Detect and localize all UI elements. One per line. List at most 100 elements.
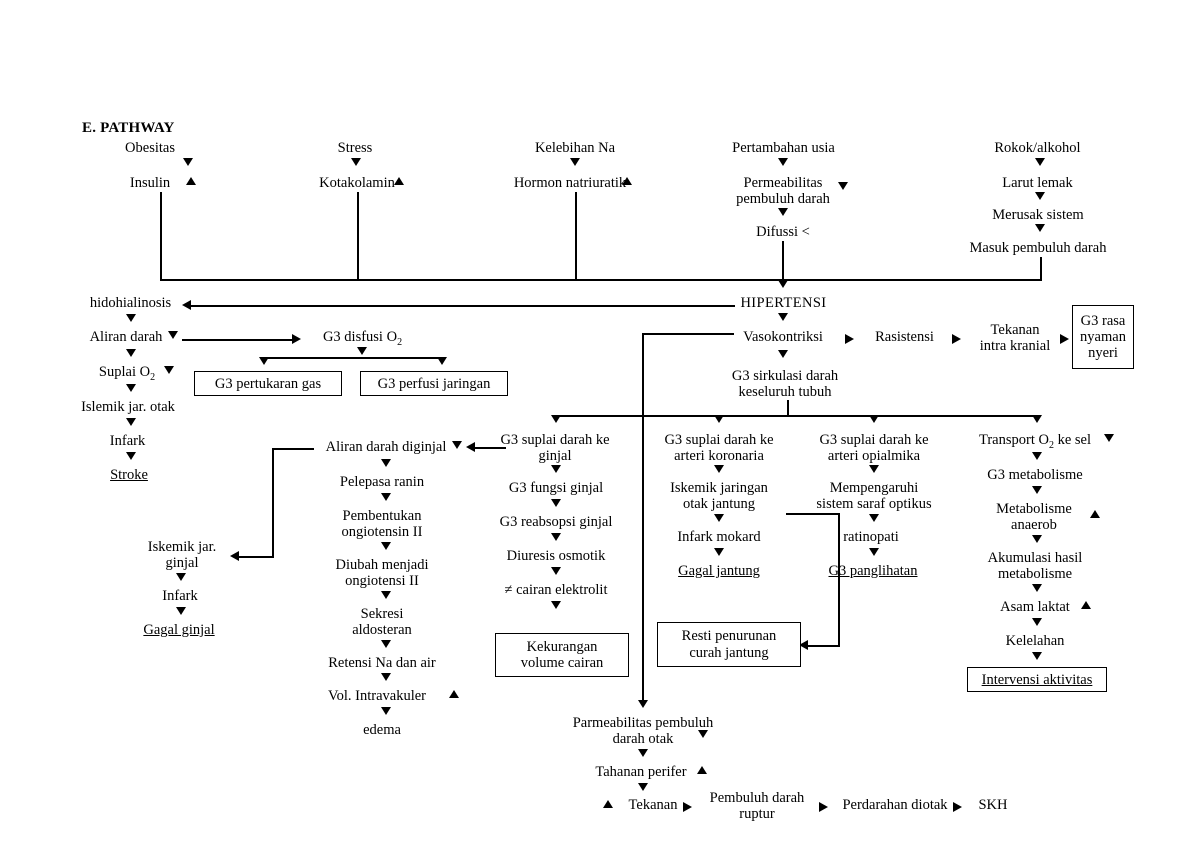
arrow-kelelahan-to-intervensi <box>1032 652 1042 660</box>
arrow-infark-to-gagal-jantung <box>714 548 724 556</box>
node-ratinopati: ratinopati <box>843 529 899 545</box>
node-pelepasa-ranin: Pelepasa ranin <box>339 474 425 490</box>
box-g3-rasa-nyaman-nyeri: G3 rasa nyaman nyeri <box>1072 305 1134 369</box>
node-akumulasi-hasil-metabolisme: Akumulasi hasil metabolisme <box>987 550 1083 583</box>
node-g3-disfusi-o2: G3 disfusi O2 <box>305 329 420 348</box>
arrow-hidohialinosis-to-aliran <box>126 314 136 322</box>
node-aliran-darah-diginjal: Aliran darah diginjal <box>325 439 447 455</box>
node-g3-reabsopsi-ginjal: G3 reabsopsi ginjal <box>499 514 613 530</box>
arrow-left-to-hidohialinosis <box>182 300 191 310</box>
arrow-islemik-to-infark <box>126 418 136 426</box>
node-sekresi-aldosteran: Sekresi aldosteran <box>352 606 412 639</box>
node-merusak-sistem: Merusak sistem <box>992 207 1084 223</box>
node-mempengaruhi-sistem-saraf: Mempengaruhi sistem saraf optikus <box>816 480 932 513</box>
page-title: E. PATHWAY <box>82 120 175 136</box>
arrow-down-aliran-darah-decrease <box>168 331 178 339</box>
arrow-up-tahanan-perifer-increase <box>697 766 707 774</box>
node-gagal-ginjal: Gagal ginjal <box>143 622 215 638</box>
node-suplai-o2: Suplai O2 <box>88 364 166 383</box>
arrow-right-to-pembuluh-ruptur <box>683 802 692 812</box>
arrow-aliran-to-suplai <box>126 349 136 357</box>
node-hipertensi: HIPERTENSI <box>740 295 827 311</box>
arrow-vol-to-edema <box>381 707 391 715</box>
arrow-right-to-g3-disfusi <box>292 334 301 344</box>
node-rasistensi: Rasistensi <box>875 329 934 345</box>
arrow-down-to-opialmika-branch <box>869 415 879 423</box>
box-kekurangan-volume-cairan: Kekurangan volume cairan <box>495 633 629 677</box>
arrow-permeabilitas-to-difussi <box>778 208 788 216</box>
arrow-left-to-iskemik-jar-ginjal <box>230 551 239 561</box>
line-iskemik-jantung-right <box>786 513 840 515</box>
box-g3-perfusi-jaringan: G3 perfusi jaringan <box>360 371 508 396</box>
arrow-mempengaruhi-to-ratinopati <box>869 514 879 522</box>
line-to-iskemik-jar-ginjal <box>238 556 274 558</box>
arrow-up-insulin-increase <box>186 177 196 185</box>
arrow-down-to-koronaria-branch <box>714 415 724 423</box>
arrow-elektrolit-to-kekurangan <box>551 601 561 609</box>
distributor-bar <box>555 415 1037 417</box>
suplai-o2-text: Suplai O <box>98 364 151 380</box>
node-diubah-menjadi-ongiotensi: Diubah menjadi ongiotensi II <box>335 557 429 590</box>
line-to-resti-box <box>807 645 840 647</box>
node-pertambahan-usia: Pertambahan usia <box>732 140 835 156</box>
node-diuresis-osmotik: Diuresis osmotik <box>506 548 606 564</box>
arrow-up-asam-laktat-increase <box>1081 601 1091 609</box>
arrow-parmeabilitas-to-tahanan <box>638 749 648 757</box>
node-islemik-jar-otak: Islemik jar. otak <box>81 399 175 415</box>
arrow-down-permeabilitas-decrease <box>838 182 848 190</box>
node-insulin: Insulin <box>129 175 171 191</box>
line-hipertensi-to-hidohialinosis <box>190 305 735 307</box>
arrow-akumulasi-to-asam-laktat <box>1032 584 1042 592</box>
node-g3-suplai-darah-opialmika: G3 suplai darah ke arteri opialmika <box>819 432 929 465</box>
node-iskemik-jar-ginjal: Iskemik jar. ginjal <box>147 539 217 572</box>
node-masuk-pembuluh-darah: Masuk pembuluh darah <box>969 240 1107 256</box>
arrow-ginjal-to-fungsi <box>551 465 561 473</box>
arrow-reabsopsi-to-diuresis <box>551 533 561 541</box>
transport-o2-text: Transport O <box>978 432 1049 448</box>
arrow-down-to-transport-branch <box>1032 415 1042 423</box>
node-pembuluh-darah-ruptur: Pembuluh darah ruptur <box>709 790 805 823</box>
node-edema: edema <box>363 722 401 738</box>
arrow-down-to-parmeabilitas <box>638 700 648 708</box>
node-metabolisme-anaerob: Metabolisme anaerob <box>996 501 1072 534</box>
arrow-retensi-to-vol <box>381 673 391 681</box>
arrow-bus-to-hipertensi <box>778 280 788 288</box>
arrow-left-into-resti-box <box>799 640 808 650</box>
node-perdarahan-diotak: Perdarahan diotak <box>842 797 948 813</box>
arrow-koronaria-to-iskemik <box>714 465 724 473</box>
node-gagal-jantung: Gagal jantung <box>678 563 760 579</box>
node-permeabilitas-pembuluh-darah: Permeabilitas pembuluh darah <box>736 175 830 208</box>
node-g3-fungsi-ginjal: G3 fungsi ginjal <box>508 480 604 496</box>
arrow-up-vol-intravakuler-increase <box>449 690 459 698</box>
line-vasokontriksi-left-branch <box>642 333 734 335</box>
arrow-left-to-aliran-darah-diginjal <box>466 442 475 452</box>
arrow-down-to-pertukaran-gas <box>259 357 269 365</box>
arrow-right-to-rasistensi <box>845 334 854 344</box>
arrow-up-hormon-increase <box>622 177 632 185</box>
node-skh: SKH <box>978 797 1008 813</box>
arrow-g3disfusi-split <box>357 347 367 355</box>
arrow-ratinopati-to-g3-panglihatan <box>869 548 879 556</box>
node-g3-sirkulasi-darah: G3 sirkulasi darah keseluruh tubuh <box>731 368 839 401</box>
line-right-down-to-resti <box>838 513 840 645</box>
line-left-down-to-iskemik-ginjal <box>272 448 274 557</box>
node-g3-panglihatan: G3 panglihatan <box>828 563 918 579</box>
arrow-larut-to-merusak <box>1035 192 1045 200</box>
line-aliran-to-g3disfusi <box>182 339 292 341</box>
node-asam-laktat: Asam laktat <box>1000 599 1070 615</box>
arrow-na-to-hormon <box>570 158 580 166</box>
node-tekanan-intra-kranial: Tekanan intra kranial <box>979 322 1051 355</box>
arrow-tahanan-to-tekanan <box>638 783 648 791</box>
arrow-pelepasa-to-pembentukan <box>381 493 391 501</box>
node-difussi: Difussi < <box>756 224 810 240</box>
node-kotakolamin: Kotakolamin <box>319 175 395 191</box>
box-g3-pertukaran-gas: G3 pertukaran gas <box>194 371 342 396</box>
arrow-down-parmeabilitas-increase <box>698 730 708 738</box>
arrow-down-to-ginjal-branch <box>551 415 561 423</box>
arrow-diubah-to-sekresi <box>381 591 391 599</box>
arrow-up-metabolisme-anaerob-increase <box>1090 510 1100 518</box>
node-obesitas: Obesitas <box>125 140 175 156</box>
node-stroke: Stroke <box>110 467 148 483</box>
node-parmeabilitas-pembuluh-darah-otak: Parmeabilitas pembuluh darah otak <box>572 715 714 748</box>
